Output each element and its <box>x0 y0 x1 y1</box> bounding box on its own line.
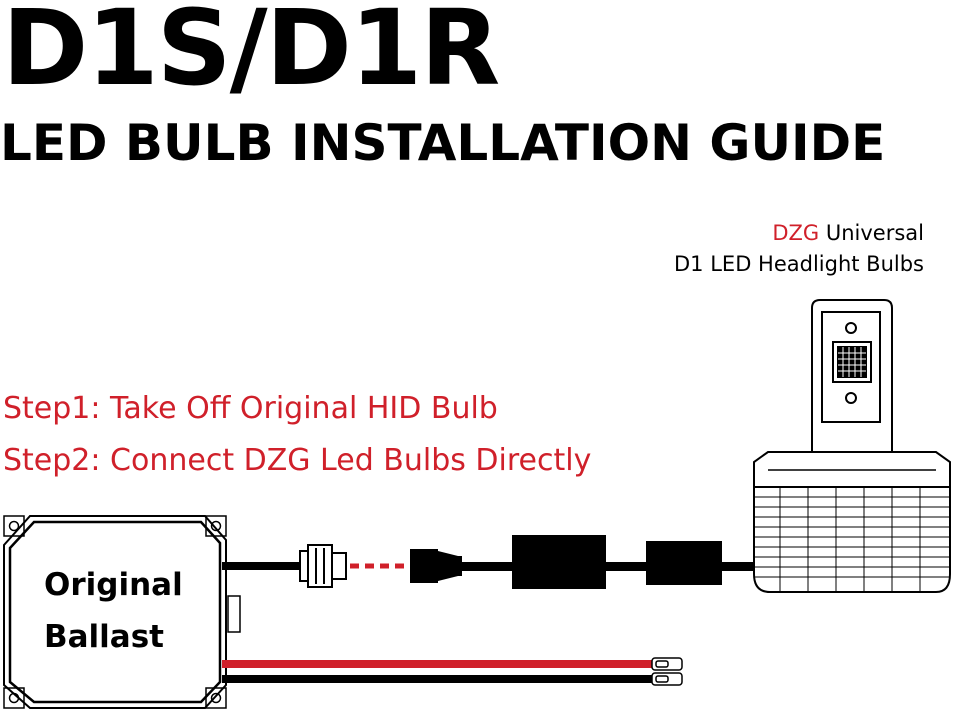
wire-terminals <box>651 657 683 686</box>
product-line-1-rest: Universal <box>819 221 924 245</box>
brand-name: DZG <box>772 221 820 245</box>
led-headlight-bulb <box>753 299 951 593</box>
page-title: D1S/D1R <box>2 0 500 109</box>
ballast-box <box>3 515 241 709</box>
ballast-label-line-1: Original <box>44 567 183 603</box>
led-bulb-plug <box>410 549 462 583</box>
product-line-2: D1 LED Headlight Bulbs <box>674 252 924 276</box>
hid-connector <box>299 544 347 588</box>
led-cable <box>460 562 760 571</box>
ballast-output-wire <box>222 562 302 570</box>
step-1-text: Step1: Take Off Original HID Bulb <box>3 391 498 426</box>
page-subtitle: LED BULB INSTALLATION GUIDE <box>0 114 886 172</box>
red-power-wire <box>222 660 652 668</box>
led-cable-boot <box>646 541 722 585</box>
product-line-1: DZG Universal <box>674 218 924 249</box>
ballast-label-line-2: Ballast <box>44 619 164 655</box>
step-2-text: Step2: Connect DZG Led Bulbs Directly <box>3 443 592 478</box>
led-driver-module <box>512 535 606 589</box>
black-power-wire <box>222 675 652 683</box>
product-caption: DZG Universal D1 LED Headlight Bulbs <box>674 218 924 280</box>
led-chip-grid <box>838 347 866 377</box>
